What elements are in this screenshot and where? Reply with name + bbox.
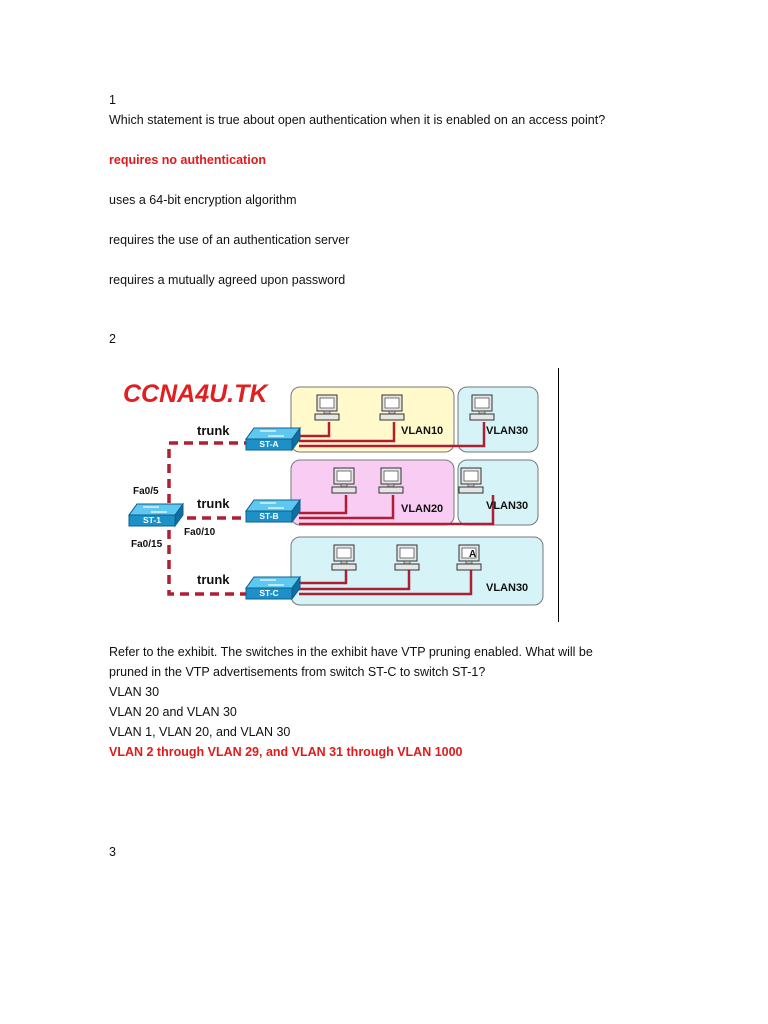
trunk-label: trunk: [197, 572, 230, 587]
pc-icon: [458, 467, 484, 494]
vlan-label: VLAN30: [486, 582, 528, 594]
question-2-text-line: Refer to the exhibit. The switches in th…: [109, 645, 593, 659]
switch-label: ST-C: [259, 588, 278, 598]
pc-icon: [379, 394, 405, 421]
question-3-number: 3: [109, 845, 116, 859]
pc-icon: [469, 394, 495, 421]
pc-icon: [331, 544, 357, 571]
pc-letter-label: A: [469, 549, 476, 560]
question-2-answer-correct: VLAN 2 through VLAN 29, and VLAN 31 thro…: [109, 745, 463, 759]
question-1-answer: requires the use of an authentication se…: [109, 233, 350, 247]
watermark-title: CCNA4U.TK: [123, 380, 269, 408]
question-1-answer: uses a 64-bit encryption algorithm: [109, 193, 297, 207]
switch-label: ST-1: [143, 515, 161, 525]
question-1-answer-correct: requires no authentication: [109, 153, 266, 167]
pc-icon: [378, 467, 404, 494]
trunk-label: trunk: [197, 496, 230, 511]
switch-label: ST-B: [259, 511, 278, 521]
trunk-label: trunk: [197, 423, 230, 438]
port-label: Fa0/10: [184, 527, 216, 538]
vlan-label: VLAN20: [401, 503, 443, 515]
question-2-number: 2: [109, 332, 116, 346]
port-label: Fa0/15: [131, 539, 163, 550]
vlan-label: VLAN30: [486, 500, 528, 512]
question-2-answer: VLAN 20 and VLAN 30: [109, 705, 237, 719]
pc-icon: [394, 544, 420, 571]
switch-label: ST-A: [259, 439, 278, 449]
question-2-text-line: pruned in the VTP advertisements from sw…: [109, 665, 486, 679]
question-1-answer: requires a mutually agreed upon password: [109, 273, 346, 287]
port-label: Fa0/5: [133, 486, 159, 497]
pc-icon: [331, 467, 357, 494]
question-1-number: 1: [109, 93, 116, 107]
question-1-text: Which statement is true about open authe…: [109, 113, 606, 127]
pc-icon: [314, 394, 340, 421]
vlan-label: VLAN30: [486, 425, 528, 437]
vlan-label: VLAN10: [401, 425, 443, 437]
question-2-answer: VLAN 1, VLAN 20, and VLAN 30: [109, 725, 291, 739]
question-2-answer: VLAN 30: [109, 685, 160, 699]
network-exhibit: CCNA4U.TK trunk trunk trunk Fa0/5 Fa0/10…: [109, 368, 561, 622]
page-margin-line: [558, 368, 559, 622]
